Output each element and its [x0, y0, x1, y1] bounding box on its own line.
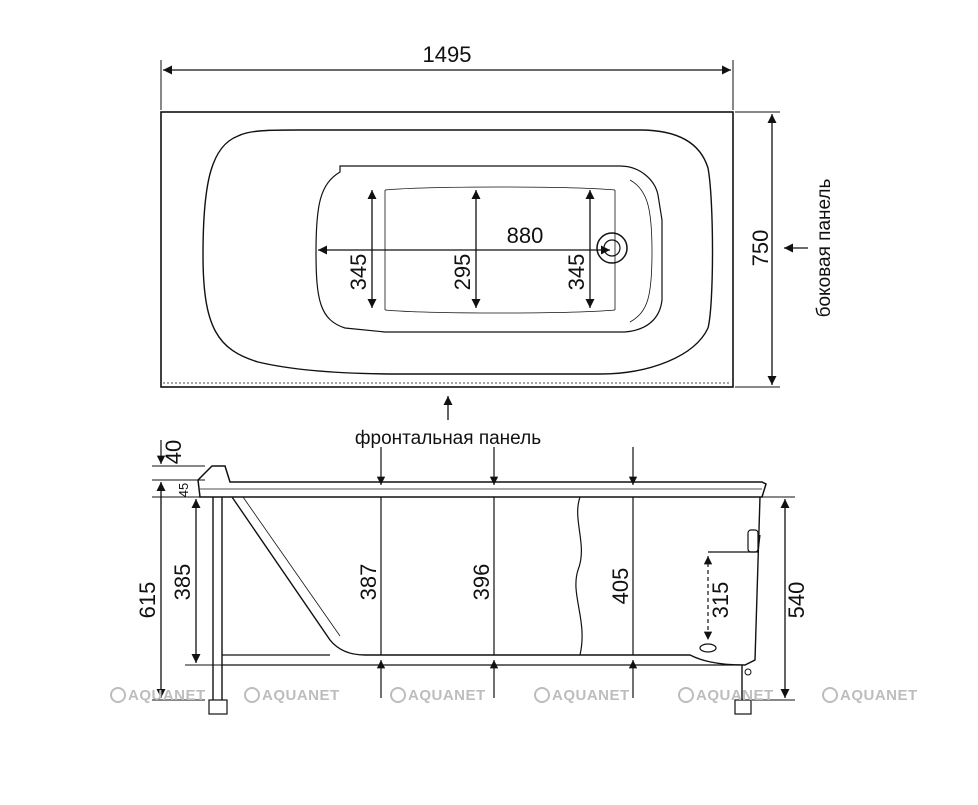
front-panel-label: фронтальная панель [355, 428, 541, 449]
watermark-4: AQUANET [534, 687, 630, 704]
overflow-height-value: 315 [708, 582, 733, 619]
headrest-curve [629, 179, 653, 323]
watermark-logo-icon [110, 687, 126, 703]
watermark-1: AQUANET [110, 687, 206, 704]
watermark-text-4: AQUANET [552, 687, 630, 704]
overflow-fitting [747, 529, 759, 553]
inner-width-right-value: 345 [564, 254, 589, 291]
basin-slope-inner [242, 496, 341, 637]
frame-height-value: 385 [170, 564, 195, 601]
rim-top-value: 40 [161, 440, 186, 464]
small-hole [744, 668, 752, 676]
watermark-text-1: AQUANET [128, 687, 206, 704]
watermark-text-2: AQUANET [262, 687, 340, 704]
top-view [160, 60, 808, 420]
foot-right [734, 699, 752, 715]
watermark-text-5: AQUANET [696, 687, 774, 704]
watermark-3: AQUANET [390, 687, 486, 704]
drain-outer [596, 232, 628, 264]
section-cut-line [575, 496, 583, 656]
depth-center-value: 396 [469, 564, 494, 601]
side-panel-label: боковая панель [814, 178, 835, 317]
watermark-logo-icon [244, 687, 260, 703]
watermark-2: AQUANET [244, 687, 340, 704]
basin-outline [202, 129, 714, 375]
depth-left-value: 387 [356, 564, 381, 601]
width-value: 750 [748, 230, 773, 267]
rim-profile [197, 465, 767, 498]
tub-outer-rim [160, 111, 734, 388]
length-value: 1495 [423, 42, 472, 67]
watermark-5: AQUANET [678, 687, 774, 704]
watermark-logo-icon [678, 687, 694, 703]
drain-inner [603, 239, 621, 257]
watermark-6: AQUANET [822, 687, 918, 704]
watermark-logo-icon [822, 687, 838, 703]
basin-bottom [315, 165, 663, 333]
foot-left [208, 699, 228, 715]
drain-side [699, 643, 717, 653]
overflow-line [708, 534, 761, 553]
inner-width-left-value: 345 [346, 254, 371, 291]
right-height-value: 540 [784, 582, 809, 619]
basin-slope [231, 496, 580, 656]
total-height-value: 615 [135, 582, 160, 619]
bottom-inner-top [384, 186, 616, 191]
watermark-row: AQUANET AQUANET AQUANET AQUANET AQUANET … [110, 687, 918, 704]
depth-right-value: 405 [608, 568, 633, 605]
inner-length-value: 880 [507, 223, 544, 248]
watermark-logo-icon [390, 687, 406, 703]
side-view [152, 440, 795, 715]
inner-width-center-value: 295 [450, 254, 475, 291]
basin-right-profile [580, 496, 761, 666]
watermark-logo-icon [534, 687, 550, 703]
watermark-text-3: AQUANET [408, 687, 486, 704]
rim-thickness-value: 45 [176, 483, 191, 497]
watermark-text-6: AQUANET [840, 687, 918, 704]
bottom-inner-bottom [384, 309, 616, 314]
